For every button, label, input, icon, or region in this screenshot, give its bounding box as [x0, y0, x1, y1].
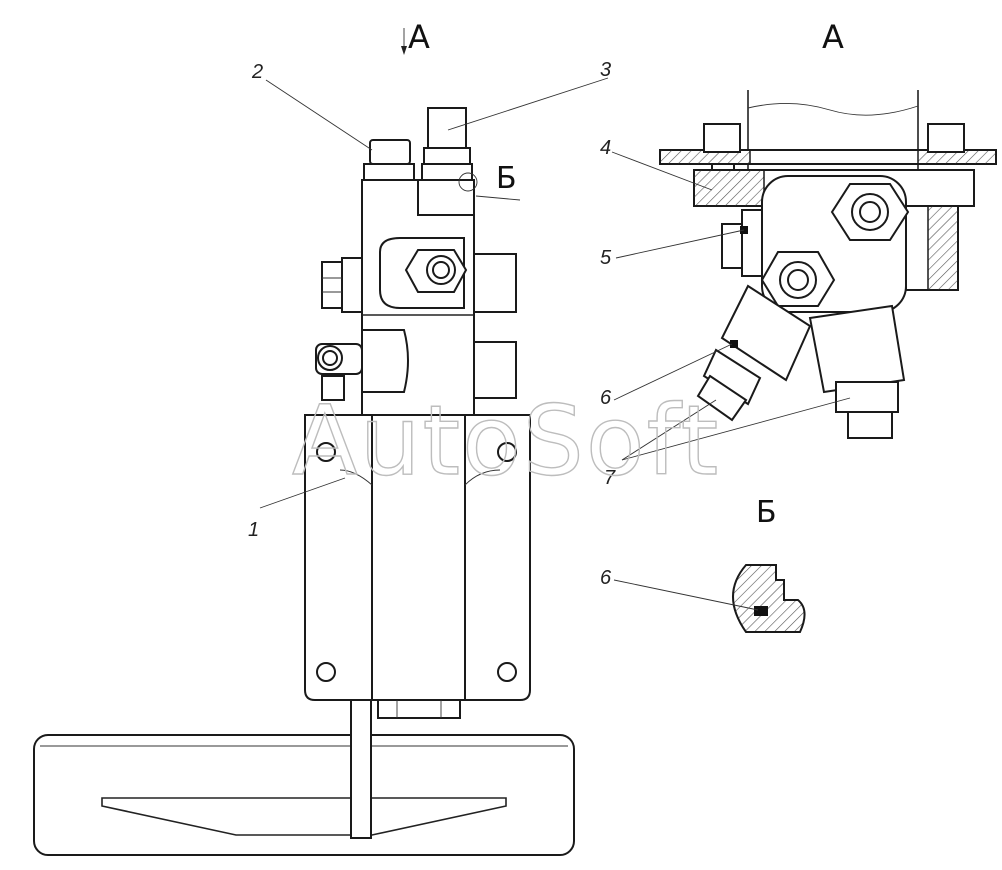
valve-body: [315, 107, 517, 416]
detail-b-marker: Б: [496, 161, 517, 196]
leader-lines: [259, 28, 851, 611]
detail-b: [732, 564, 806, 633]
watermark: AutoSoft: [292, 385, 720, 497]
main-view: [33, 107, 575, 856]
callout-4: 4: [600, 137, 611, 159]
callout-5: 5: [600, 247, 612, 269]
view-a: [659, 90, 997, 439]
callout-6-detail: 6: [600, 567, 612, 589]
callout-2: 2: [251, 61, 263, 83]
callout-1: 1: [248, 519, 259, 541]
callout-3: 3: [600, 59, 611, 81]
view-arrow-label: А: [408, 18, 430, 56]
stem: [350, 689, 372, 839]
bottom-fitting: [377, 699, 461, 719]
top-fitting-2: [369, 139, 411, 165]
top-fitting-3: [427, 107, 467, 149]
callout-6: 6: [600, 387, 612, 409]
callout-7: 7: [604, 467, 616, 489]
detail-b-title: Б: [756, 495, 777, 530]
view-a-title: А: [822, 18, 844, 56]
base-pan: [33, 734, 575, 856]
